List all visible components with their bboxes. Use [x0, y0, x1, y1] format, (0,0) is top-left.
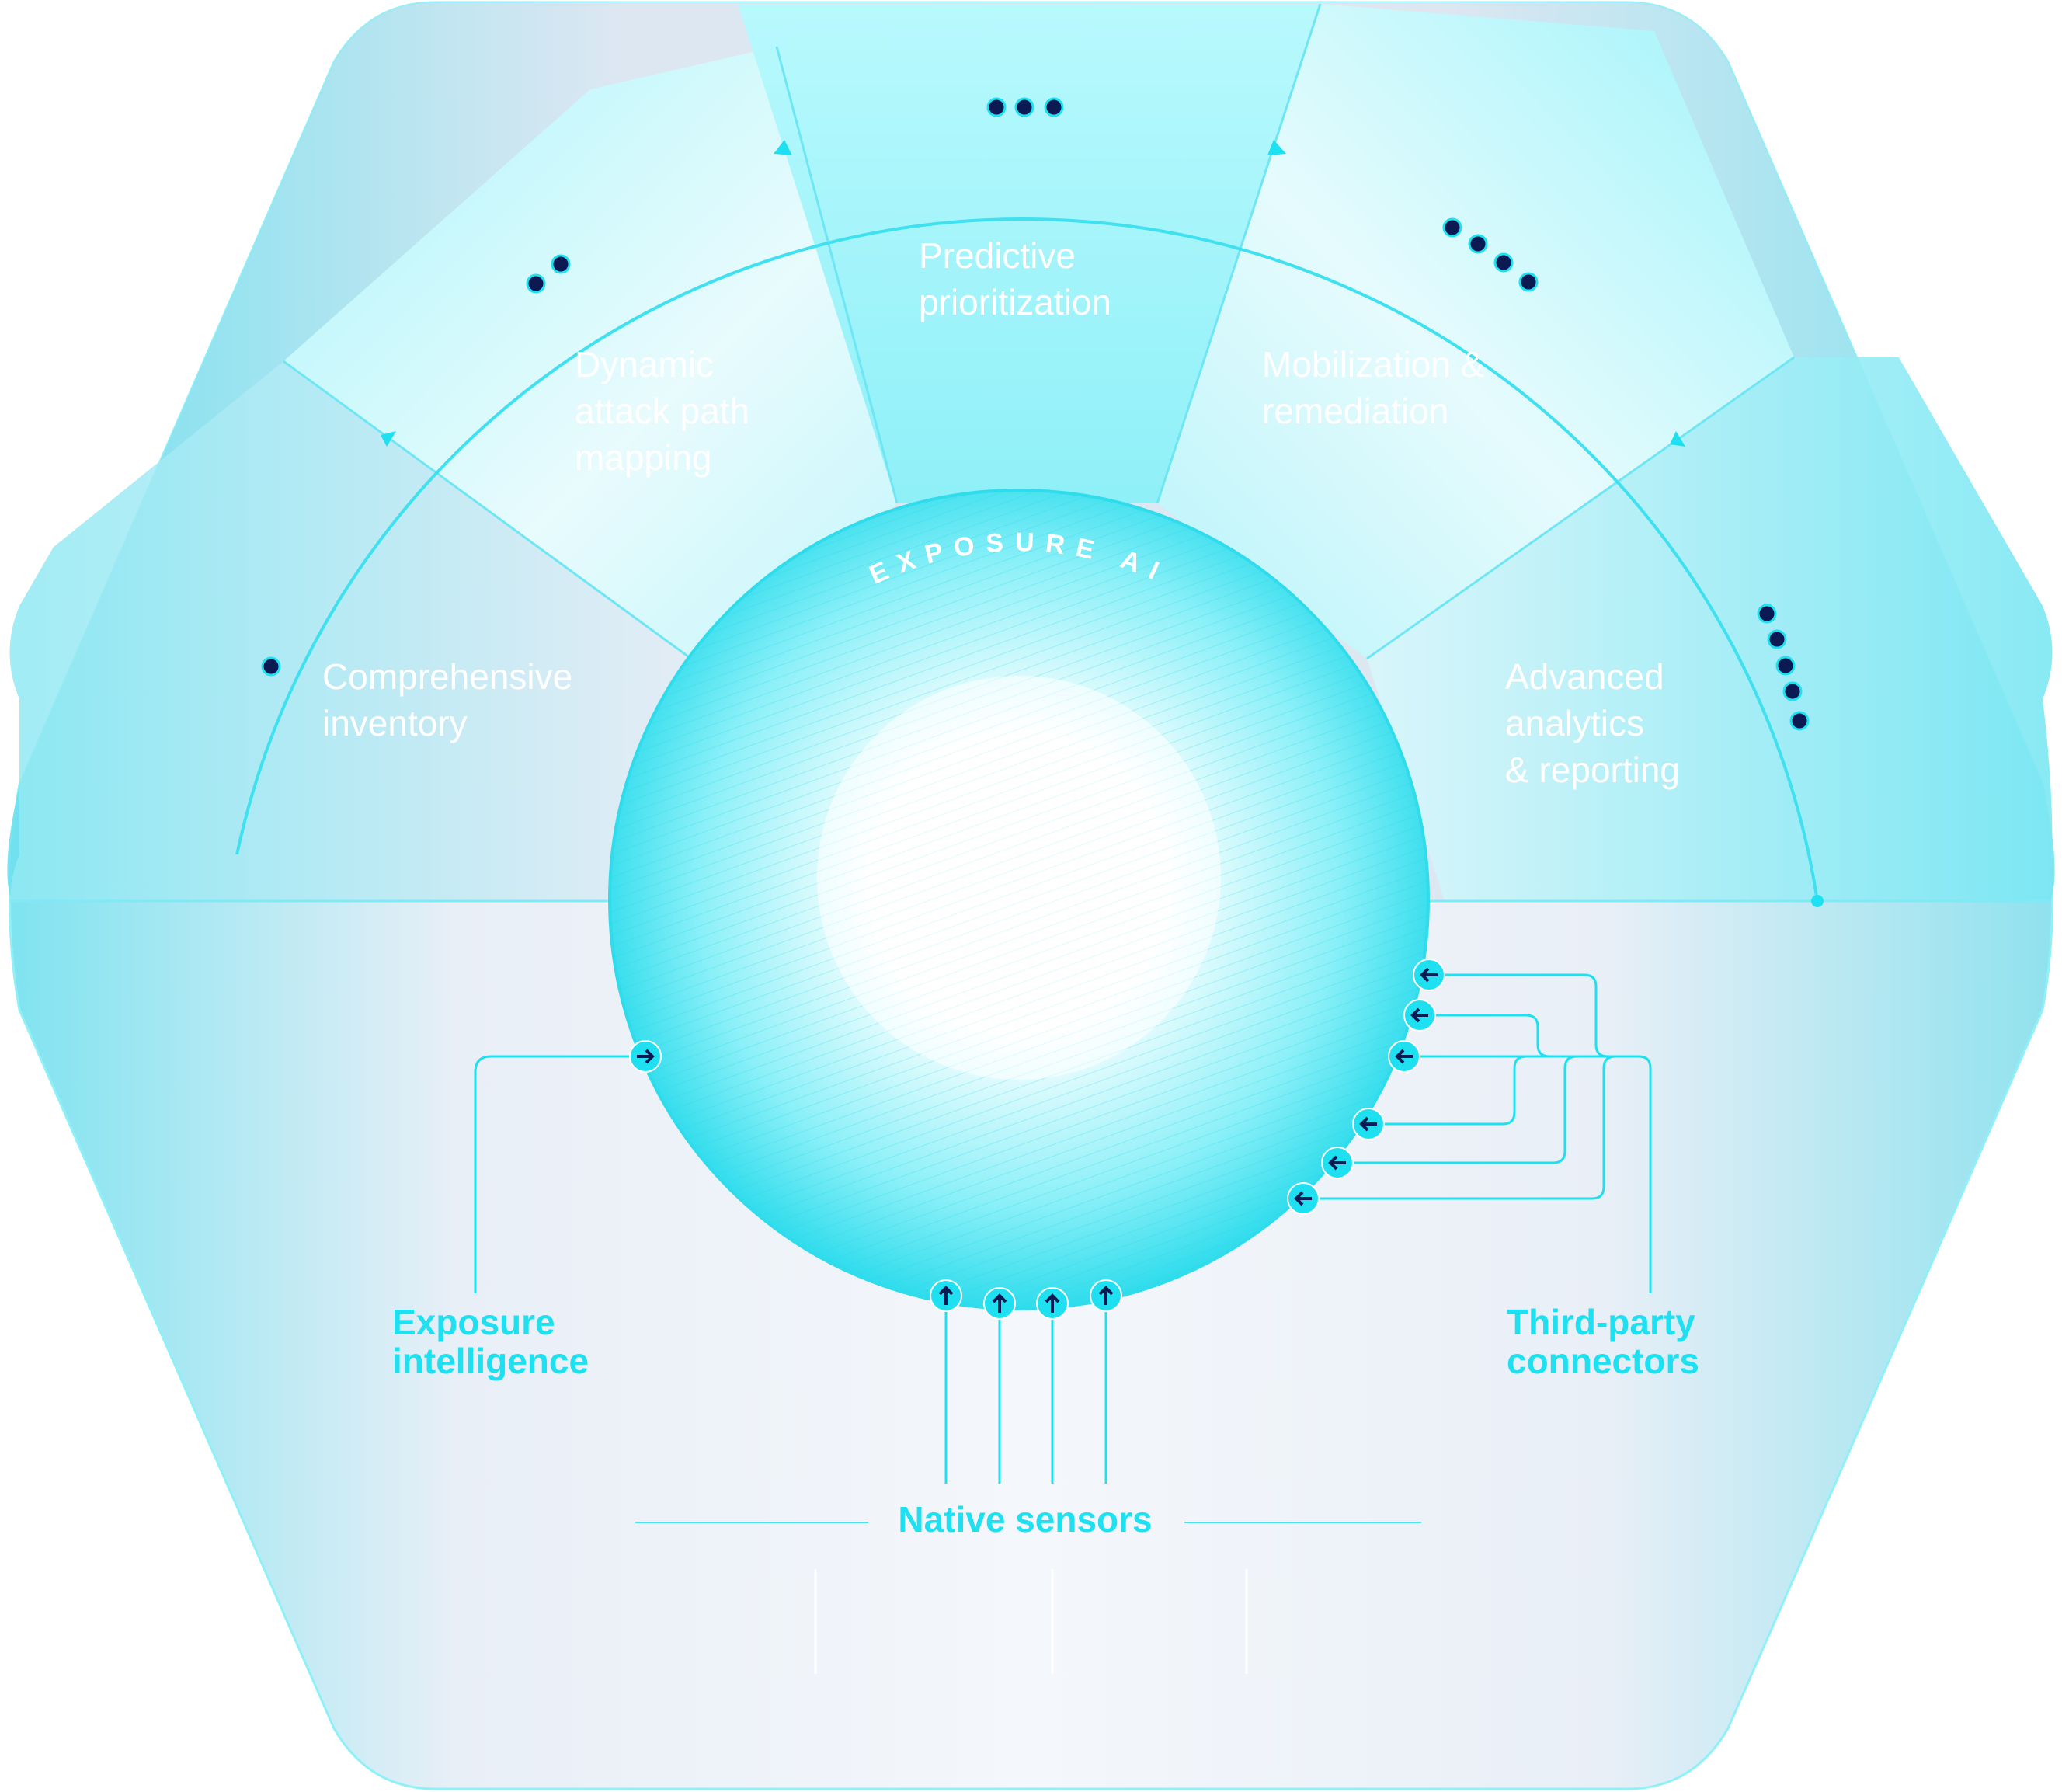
exposure-ai-sphere: EXPOSURE AI [608, 489, 1430, 1310]
arrow-left-icon [1321, 1147, 1354, 1179]
label-third-party-connectors: Third-party connectors [1507, 1302, 1706, 1381]
segment-label-prioritization: Predictive prioritization [919, 235, 1111, 322]
segment-labels: Comprehensive inventory Dynamic attack p… [322, 235, 1680, 790]
arc-arrow-icon [774, 140, 792, 155]
segment-label-analytics: Advanced analytics & reporting [1505, 656, 1680, 790]
connector-nodes [629, 959, 1445, 1320]
segment-label-inventory: Comprehensive inventory [322, 656, 582, 743]
wedge-mobilization [1157, 4, 1794, 659]
arrow-up-icon [1090, 1279, 1122, 1312]
wedge-prioritization [738, 4, 1320, 503]
arrow-up-icon [930, 1279, 962, 1312]
segment-label-mobilization: Mobilization & remediation [1262, 344, 1494, 431]
arc-arrow-icon [381, 431, 396, 447]
arrow-left-icon [1413, 959, 1445, 991]
arc-arrow-icon [1267, 140, 1286, 155]
wedge-inventory [9, 361, 691, 901]
arrow-right-icon [629, 1040, 662, 1073]
segment-wedges [9, 3, 2053, 903]
arrow-left-icon [1388, 1040, 1420, 1073]
arrow-left-icon [1287, 1182, 1320, 1215]
segment-label-attack-path: Dynamic attack path mapping [575, 344, 760, 478]
arrow-up-icon [983, 1287, 1016, 1320]
arrow-left-icon [1352, 1108, 1385, 1140]
label-exposure-intelligence: Exposure intelligence [392, 1302, 589, 1381]
arrow-up-icon [1036, 1287, 1069, 1320]
wedge-analytics [1367, 357, 2053, 901]
arc-end-dot [1811, 895, 1824, 907]
wedge-attack-path [283, 47, 897, 659]
workflow-arc [235, 97, 1824, 907]
input-connectors [474, 973, 1652, 1674]
arc-arrow-icon [1670, 431, 1685, 447]
label-native-sensors: Native sensors [898, 1499, 1152, 1540]
arrow-left-icon [1403, 999, 1436, 1032]
progress-dots [261, 97, 1810, 731]
source-labels: Exposure intelligence Third-party connec… [392, 1302, 1706, 1540]
